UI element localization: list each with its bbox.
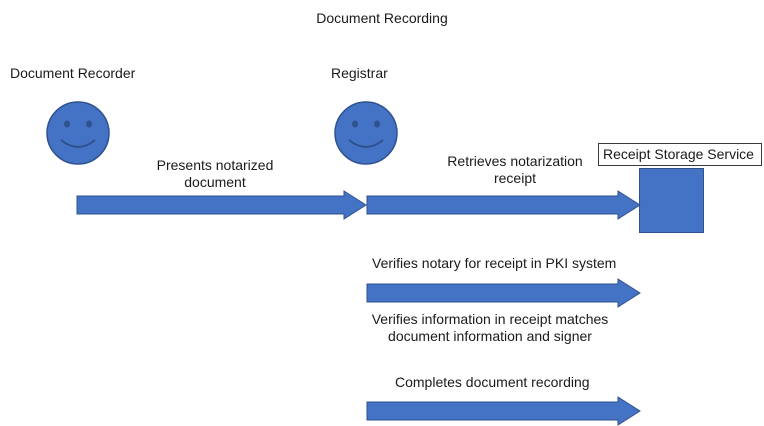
step-label-presents-notarized-document: Presents notarized document (130, 157, 300, 191)
step-label-line-2: receipt (493, 170, 537, 186)
step-label-line-2: document information and signer (388, 328, 592, 344)
step-label-line-2: document (184, 174, 246, 190)
actor-label-document-recorder: Document Recorder (10, 65, 136, 81)
step-label-line-1: Verifies information in receipt matches (371, 311, 609, 327)
registrar-smiley-face-icon (334, 101, 398, 165)
receipt-storage-service-box (639, 168, 704, 233)
step-label-completes-document-recording: Completes document recording (395, 374, 590, 390)
step-label-verifies-information: Verifies information in receipt matches … (360, 311, 620, 345)
step-label-line-1: Retrieves notarization (447, 153, 583, 169)
step-label-retrieves-notarization-receipt: Retrieves notarization receipt (430, 153, 600, 187)
step-label-line-1: Presents notarized (156, 157, 274, 173)
receipt-storage-service-label: Receipt Storage Service (598, 143, 762, 166)
arrow-verifies-notary (366, 278, 641, 308)
arrow-registrar-to-storage (366, 190, 641, 220)
step-label-verifies-notary: Verifies notary for receipt in PKI syste… (372, 255, 617, 271)
arrow-recorder-to-registrar (76, 190, 367, 220)
diagram-title: Document Recording (316, 10, 448, 26)
arrow-completes-recording (366, 396, 641, 426)
document-recorder-smiley-face-icon (46, 101, 110, 165)
actor-label-registrar: Registrar (331, 65, 388, 81)
